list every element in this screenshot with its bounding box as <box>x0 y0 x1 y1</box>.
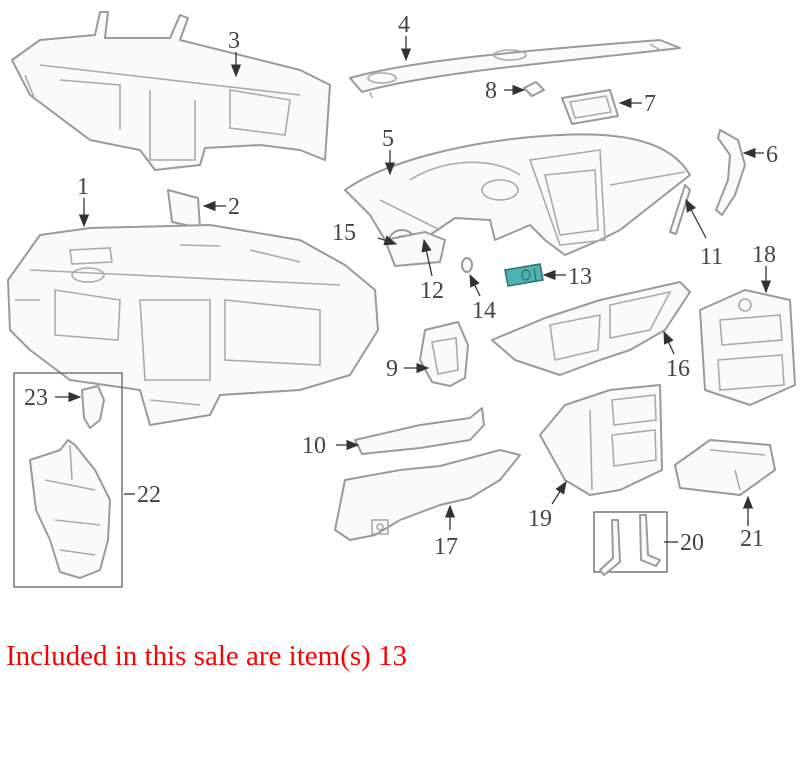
part-2-bracket <box>167 189 201 229</box>
label-10: 10 <box>302 433 326 459</box>
label-3: 3 <box>228 28 240 54</box>
label-14: 14 <box>472 298 496 324</box>
part-23-shift-knob <box>81 385 105 429</box>
part-18-center-bezel <box>699 289 796 406</box>
label-4: 4 <box>398 12 410 38</box>
label-7: 7 <box>644 91 656 117</box>
leaders: 3 4 5 1 2 8 7 6 11 15 12 14 13 18 16 9 1… <box>24 12 778 560</box>
part-20-brackets-box <box>593 511 668 576</box>
label-18: 18 <box>752 242 776 268</box>
part-6-side-trim <box>715 129 746 216</box>
part-14-plug <box>461 257 473 273</box>
label-12: 12 <box>420 278 444 304</box>
part-3-upper-frame <box>11 11 331 171</box>
label-2: 2 <box>228 194 240 220</box>
label-19: 19 <box>528 506 552 532</box>
label-16: 16 <box>666 356 690 382</box>
label-6: 6 <box>766 142 778 168</box>
label-11: 11 <box>700 244 723 270</box>
label-13: 13 <box>568 264 592 290</box>
part-22-23-box <box>13 372 123 588</box>
part-10-lower-trim <box>354 407 485 455</box>
parts-diagram: 3 4 5 1 2 8 7 6 11 15 12 14 13 18 16 9 1… <box>7 11 796 588</box>
label-15: 15 <box>332 220 356 246</box>
label-23: 23 <box>24 385 48 411</box>
part-9-shroud <box>419 321 469 387</box>
label-1: 1 <box>77 174 89 200</box>
label-22: 22 <box>137 482 161 508</box>
part-4-top-strip <box>349 39 681 99</box>
label-9: 9 <box>386 356 398 382</box>
part-1-dash-carrier <box>7 224 379 426</box>
part-11-trim <box>669 184 691 235</box>
label-8: 8 <box>485 78 497 104</box>
part-22-shifter <box>29 439 111 579</box>
part-7-bezel <box>561 89 619 125</box>
part-17-knee-bolster <box>334 449 521 541</box>
part-16-center-support <box>491 281 691 376</box>
part-5-panel-cover <box>344 133 691 256</box>
part-21-storage-bin <box>674 439 776 496</box>
part-19-center-stack <box>539 384 663 496</box>
label-17: 17 <box>434 534 458 560</box>
sale-caption: Included in this sale are item(s) 13 <box>6 640 408 672</box>
label-20: 20 <box>680 530 704 556</box>
label-21: 21 <box>740 526 764 552</box>
part-13-switch-panel <box>504 263 544 287</box>
part-8-clip <box>523 81 545 97</box>
label-5: 5 <box>382 126 394 152</box>
